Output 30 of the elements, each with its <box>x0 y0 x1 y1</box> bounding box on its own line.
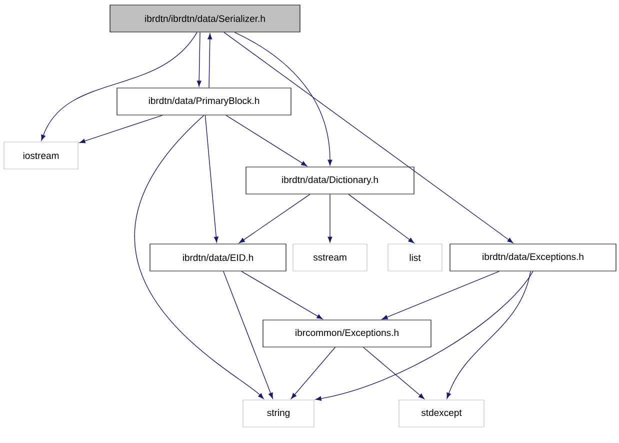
file-box: ibrdtn/data/EID.h <box>150 244 286 272</box>
arrow <box>328 194 332 243</box>
arrow <box>41 32 198 141</box>
file-box: ibrdtn/data/PrimaryBlock.h <box>116 88 292 116</box>
arrow <box>238 194 310 244</box>
arrow <box>223 270 273 399</box>
file-box: ibrdtn/data/Exceptions.h <box>450 244 616 272</box>
arrow <box>224 32 514 244</box>
file-box: ibrcommon/Exceptions.h <box>262 320 432 348</box>
file-box: ibrdtn/ibrdtn/data/Serializer.h <box>110 4 300 32</box>
arrow <box>204 114 218 243</box>
arrow <box>241 270 323 320</box>
file-box: list <box>388 244 442 272</box>
arrow <box>79 114 163 144</box>
file-box: ibrdtn/data/Dictionary.h <box>246 166 414 194</box>
arrow <box>290 346 336 399</box>
arrow <box>196 32 202 87</box>
arrow <box>446 270 531 399</box>
arrow <box>226 114 308 166</box>
arrow <box>348 194 414 244</box>
arrow <box>382 270 500 320</box>
file-box: string <box>242 400 314 428</box>
arrow <box>208 33 212 88</box>
arrow <box>362 346 424 400</box>
arrow <box>234 32 332 166</box>
arrow <box>315 270 534 401</box>
arrow <box>135 114 264 399</box>
file-box: stdexcept <box>398 400 484 428</box>
file-box: iostream <box>4 142 78 170</box>
file-box: sstream <box>292 244 368 272</box>
